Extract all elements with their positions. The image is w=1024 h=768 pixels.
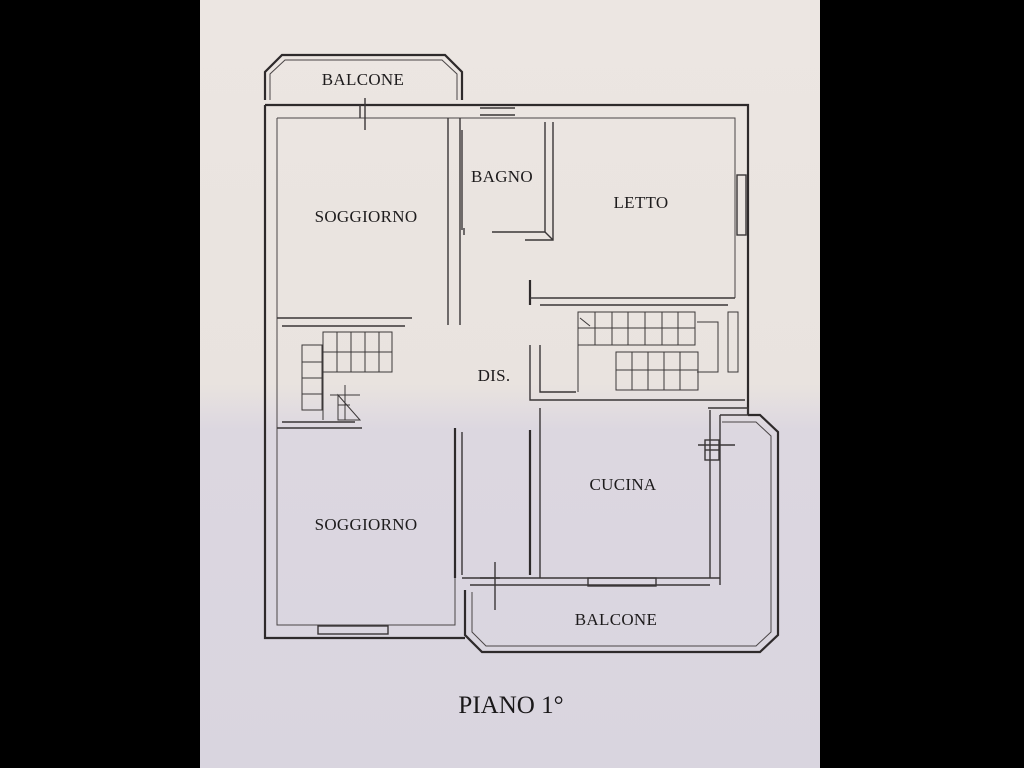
room-label-letto: LETTO bbox=[613, 193, 668, 212]
room-label-soggiorno-top: SOGGIORNO bbox=[315, 207, 418, 226]
interior-walls bbox=[277, 118, 749, 610]
room-label-balcone-bottom: BALCONE bbox=[575, 610, 657, 629]
floor-plan-sheet: BALCONE BAGNO LETTO SOGGIORNO DIS. CUCIN… bbox=[200, 0, 820, 768]
room-label-cucina: CUCINA bbox=[590, 475, 657, 494]
outer-walls bbox=[263, 98, 750, 640]
stair-right bbox=[577, 311, 739, 392]
room-label-balcone-top: BALCONE bbox=[322, 70, 404, 89]
room-label-soggiorno-bottom: SOGGIORNO bbox=[315, 515, 418, 534]
room-label-dis: DIS. bbox=[478, 366, 511, 385]
plan-title: PIANO 1° bbox=[458, 692, 563, 719]
room-label-bagno: BAGNO bbox=[471, 167, 533, 186]
balcony-top-outline bbox=[263, 53, 464, 100]
balcony-bottom-outline bbox=[463, 413, 780, 654]
stair-left bbox=[301, 331, 393, 421]
floor-plan-drawing: BALCONE BAGNO LETTO SOGGIORNO DIS. CUCIN… bbox=[263, 53, 780, 719]
